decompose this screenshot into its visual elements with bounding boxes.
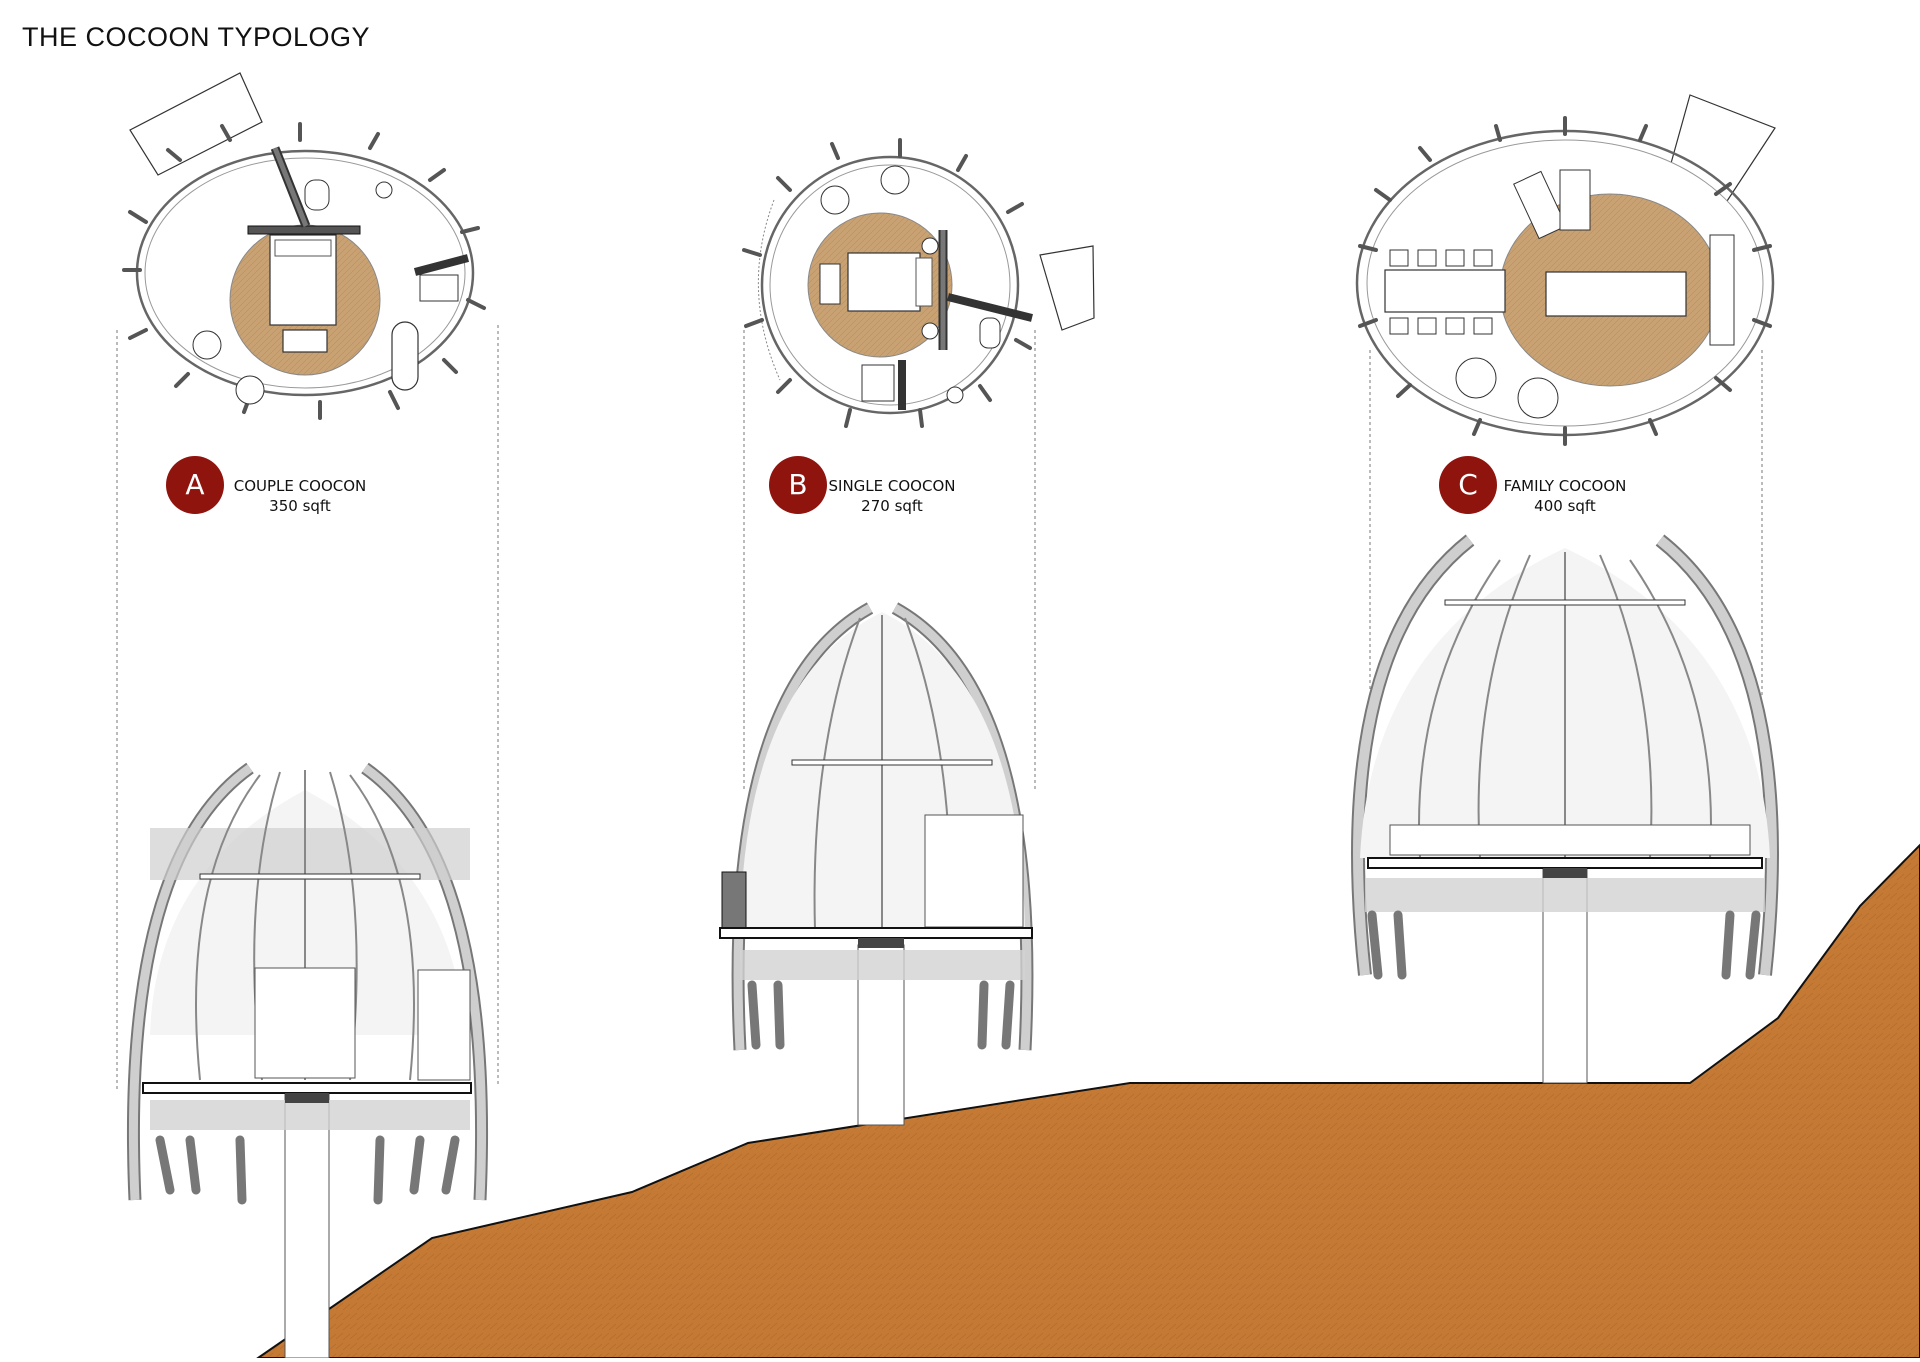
plan-couple-cocoon	[122, 72, 486, 420]
unit-area: 400 sqft	[1534, 497, 1596, 515]
section-family-cocoon	[1351, 534, 1779, 1084]
unit-area: 270 sqft	[861, 497, 923, 515]
projection-lines	[116, 325, 1763, 1090]
unit-label-a: COUPLE COOCON 350 sqft	[220, 476, 380, 516]
unit-area: 350 sqft	[269, 497, 331, 515]
unit-name: FAMILY COCOON	[1503, 477, 1627, 495]
unit-badge-c: C	[1439, 456, 1497, 514]
unit-badge-b: B	[769, 456, 827, 514]
unit-badge-a: A	[166, 456, 224, 514]
page-title: THE COCOON TYPOLOGY	[22, 22, 371, 52]
section-single-cocoon	[719, 602, 1034, 1126]
unit-label-b: SINGLE COOCON 270 sqft	[812, 476, 972, 516]
unit-name: COUPLE COOCON	[233, 477, 367, 495]
section-couple-cocoon	[126, 762, 489, 1359]
plan-family-cocoon	[1355, 94, 1776, 446]
terrain	[254, 843, 1920, 1359]
unit-label-c: FAMILY COCOON 400 sqft	[1485, 476, 1645, 516]
plan-single-cocoon	[742, 138, 1095, 428]
unit-name: SINGLE COOCON	[828, 477, 956, 495]
